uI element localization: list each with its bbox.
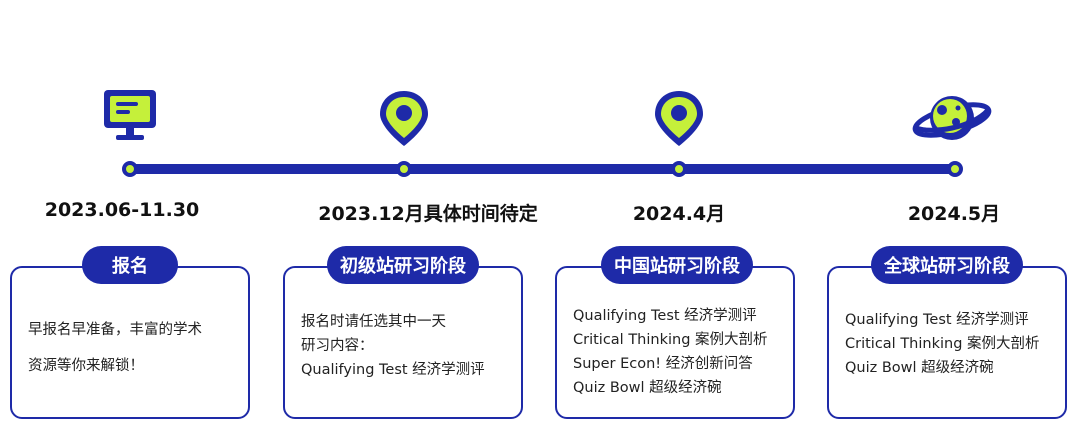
description-line: Qualifying Test 经济学测评 <box>845 312 1029 328</box>
description-line: Quiz Bowl 超级经济碗 <box>573 380 722 396</box>
planet-icon <box>912 96 992 140</box>
stage-card: 报名时请任选其中一天 研习内容： Qualifying Test 经济学测评 <box>283 266 523 419</box>
stage-card: Qualifying Test 经济学测评 Critical Thinking … <box>555 266 795 419</box>
stage-description: 早报名早准备，丰富的学术 资源等你来解锁！ <box>28 312 238 384</box>
stage-description: Qualifying Test 经济学测评 Critical Thinking … <box>573 304 783 400</box>
timeline-node <box>947 161 963 177</box>
timeline-node <box>122 161 138 177</box>
stage-card: Qualifying Test 经济学测评 Critical Thinking … <box>827 266 1067 419</box>
timeline-node <box>671 161 687 177</box>
stage-title: 初级站研习阶段 <box>327 246 479 284</box>
description-line: Super Econ! 经济创新问答 <box>573 356 753 372</box>
description-line: Qualifying Test 经济学测评 <box>301 362 485 378</box>
stage-card: 早报名早准备，丰富的学术 资源等你来解锁！ <box>10 266 250 419</box>
map-pin-icon <box>380 91 428 146</box>
description-line: Qualifying Test 经济学测评 <box>573 308 757 324</box>
stage-title: 报名 <box>82 246 178 284</box>
stage-description: 报名时请任选其中一天 研习内容： Qualifying Test 经济学测评 <box>301 310 511 382</box>
description-line: 资源等你来解锁！ <box>28 358 144 374</box>
stage-description: Qualifying Test 经济学测评 Critical Thinking … <box>845 308 1055 380</box>
monitor-icon <box>104 90 156 140</box>
description-line: 早报名早准备，丰富的学术 <box>28 322 202 338</box>
stage-date: 2024.5月 <box>907 203 1001 225</box>
stage-date: 2023.12月具体时间待定 <box>318 203 538 225</box>
stage-date: 2024.4月 <box>632 203 726 225</box>
timeline-track <box>130 164 955 174</box>
stage-title: 全球站研习阶段 <box>871 246 1023 284</box>
description-line: Quiz Bowl 超级经济碗 <box>845 360 994 376</box>
description-line: Critical Thinking 案例大剖析 <box>573 332 768 348</box>
description-line: 报名时请任选其中一天 <box>301 314 446 330</box>
stage-date: 2023.06-11.30 <box>44 199 200 221</box>
timeline-node <box>396 161 412 177</box>
map-pin-icon <box>655 91 703 146</box>
description-line: 研习内容： <box>301 338 374 354</box>
stage-title: 中国站研习阶段 <box>601 246 753 284</box>
description-line: Critical Thinking 案例大剖析 <box>845 336 1040 352</box>
